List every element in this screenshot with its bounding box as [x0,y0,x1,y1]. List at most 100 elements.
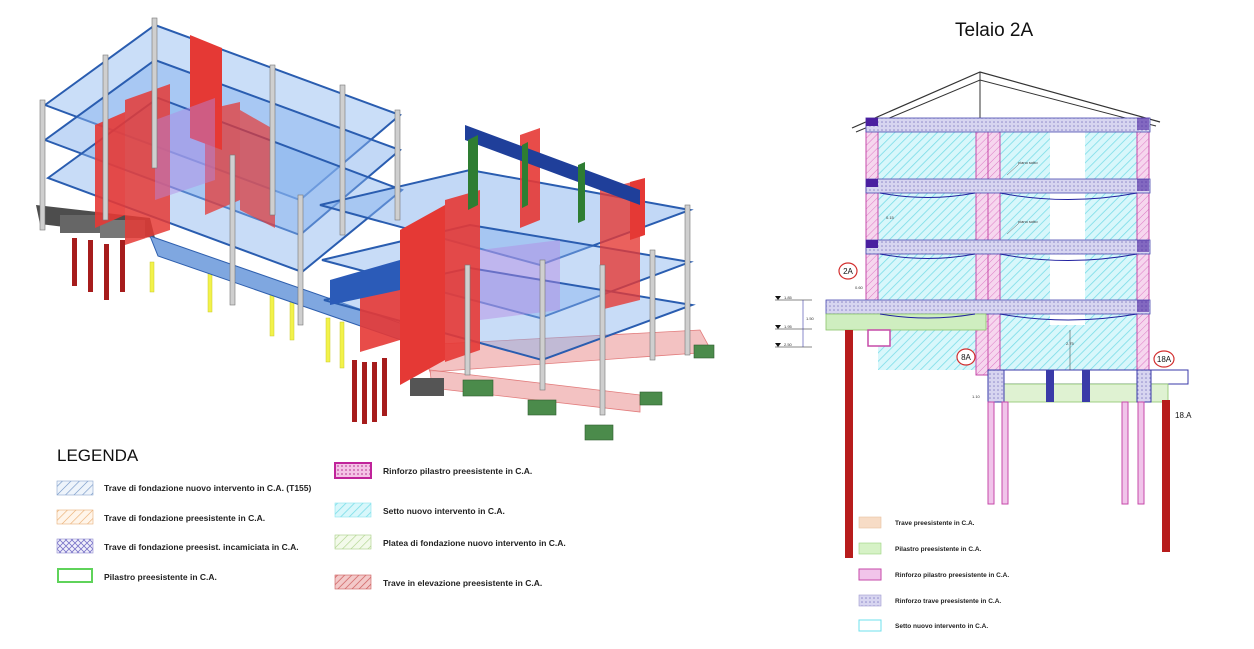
level-mark: 1.85 [784,295,793,300]
column [102,54,109,221]
level-triangle [775,343,781,347]
legend-swatch [56,509,94,525]
legend-label: Rinforzo trave preesistente in C.A. [895,598,1001,605]
foundation-node [987,369,1005,403]
legend-item: Rinforzo pilastro preesistente in C.A. [858,568,1009,581]
pile-group [72,238,387,424]
beam-node [1137,300,1149,312]
legend-swatch [56,538,94,554]
beam-level-3 [865,178,1151,194]
level-mark: 1.95 [784,324,793,329]
pile [207,271,213,313]
column [39,99,46,231]
column [297,194,304,326]
legend-label: Trave di fondazione preesistente in C.A. [104,513,265,523]
pile-label: 18.A [1175,411,1192,420]
dimension-text: 0.15 [886,215,895,220]
callout-leader [1006,223,1019,235]
svg-text:8A: 8A [961,353,971,362]
pile [325,317,331,363]
foundation-slab [825,313,987,331]
level-markers: 1.85 1.95 2.50 [775,295,812,348]
pile [72,238,77,286]
green-column [578,162,585,223]
legend-title: LEGENDA [57,446,139,465]
legend-left: LEGENDA Trave di fondazione nuovo interv… [56,446,566,590]
column [269,64,276,216]
column [229,154,236,306]
tag-2a: 2A [838,262,858,280]
column [151,17,158,169]
column-foot [867,329,891,347]
legend-swatch [334,462,372,479]
footing [410,378,444,396]
slab-curve [999,313,1138,321]
column [599,264,606,416]
pile [120,240,125,292]
legend-swatch [858,516,882,529]
pile [149,261,155,293]
legend-item: Rinforzo trave preesistente in C.A. [858,594,1001,607]
new-wall [1050,325,1085,370]
legend-swatch [57,568,93,583]
dimension-text: 1.50 [806,316,815,321]
shear-wall [125,84,170,245]
tag-8a: 8A [956,348,976,366]
legend-swatch [334,502,372,518]
legend-swatch [858,619,882,632]
glass-wall [155,98,215,200]
legend-label: Rinforzo pilastro preesistente in C.A. [383,466,532,476]
dimension-text: 2.75 [1066,341,1075,346]
level-triangle [775,296,781,300]
footing [693,344,715,359]
foundation-node [1136,369,1152,403]
pile [382,358,387,416]
pile [987,401,995,505]
legend-label: Pilastro preesistente in C.A. [104,572,217,582]
legend-item: Trave di fondazione nuovo intervento in … [56,480,311,496]
legend-swatch [56,480,94,496]
green-column [522,142,528,208]
dimension-text: 0.60 [855,285,864,290]
shear-wall [360,280,400,352]
legend-label: Trave di fondazione preesist. incamiciat… [104,542,299,552]
pile [1162,400,1170,552]
pile [289,299,295,341]
legend-item: Trave di fondazione preesist. incamiciat… [56,538,299,554]
slab-curve [879,253,976,259]
column [394,109,401,221]
beam-node [866,118,878,126]
foundation-node [1082,370,1090,402]
pile [352,360,357,422]
slab-curve [879,313,976,319]
legend-label: Pilastro preesistente in C.A. [895,546,982,553]
pile [1001,401,1009,505]
column [649,249,656,361]
footing [527,399,557,416]
callout: piano sotto [1018,219,1038,224]
legend-label: Trave di fondazione nuovo intervento in … [104,483,311,493]
slab-curve [879,192,976,198]
footing [584,424,614,441]
shear-wall [95,112,125,228]
beam-level-1 [825,299,1151,315]
legend-label: Platea di fondazione nuovo intervento in… [383,538,566,548]
pile [269,291,275,337]
pile [1121,401,1129,505]
column [539,259,546,391]
beam-node [1137,179,1149,191]
pile [104,244,109,300]
beam-node [1137,240,1149,252]
legend-label: Trave preesistente in C.A. [895,520,975,527]
level-triangle [775,325,781,329]
beam-level-2 [865,239,1151,255]
svg-text:2A: 2A [843,267,853,276]
legend-item: Rinforzo pilastro preesistente in C.A. [334,462,532,479]
legend-item: Trave di fondazione preesistente in C.A. [56,509,265,525]
legend-item: Setto nuovo intervento in C.A. [334,502,505,518]
section-telaio-2a: Telaio 2A [775,20,1192,558]
callout-leader [1006,164,1019,176]
legend-swatch [858,542,882,555]
green-column [468,135,478,210]
